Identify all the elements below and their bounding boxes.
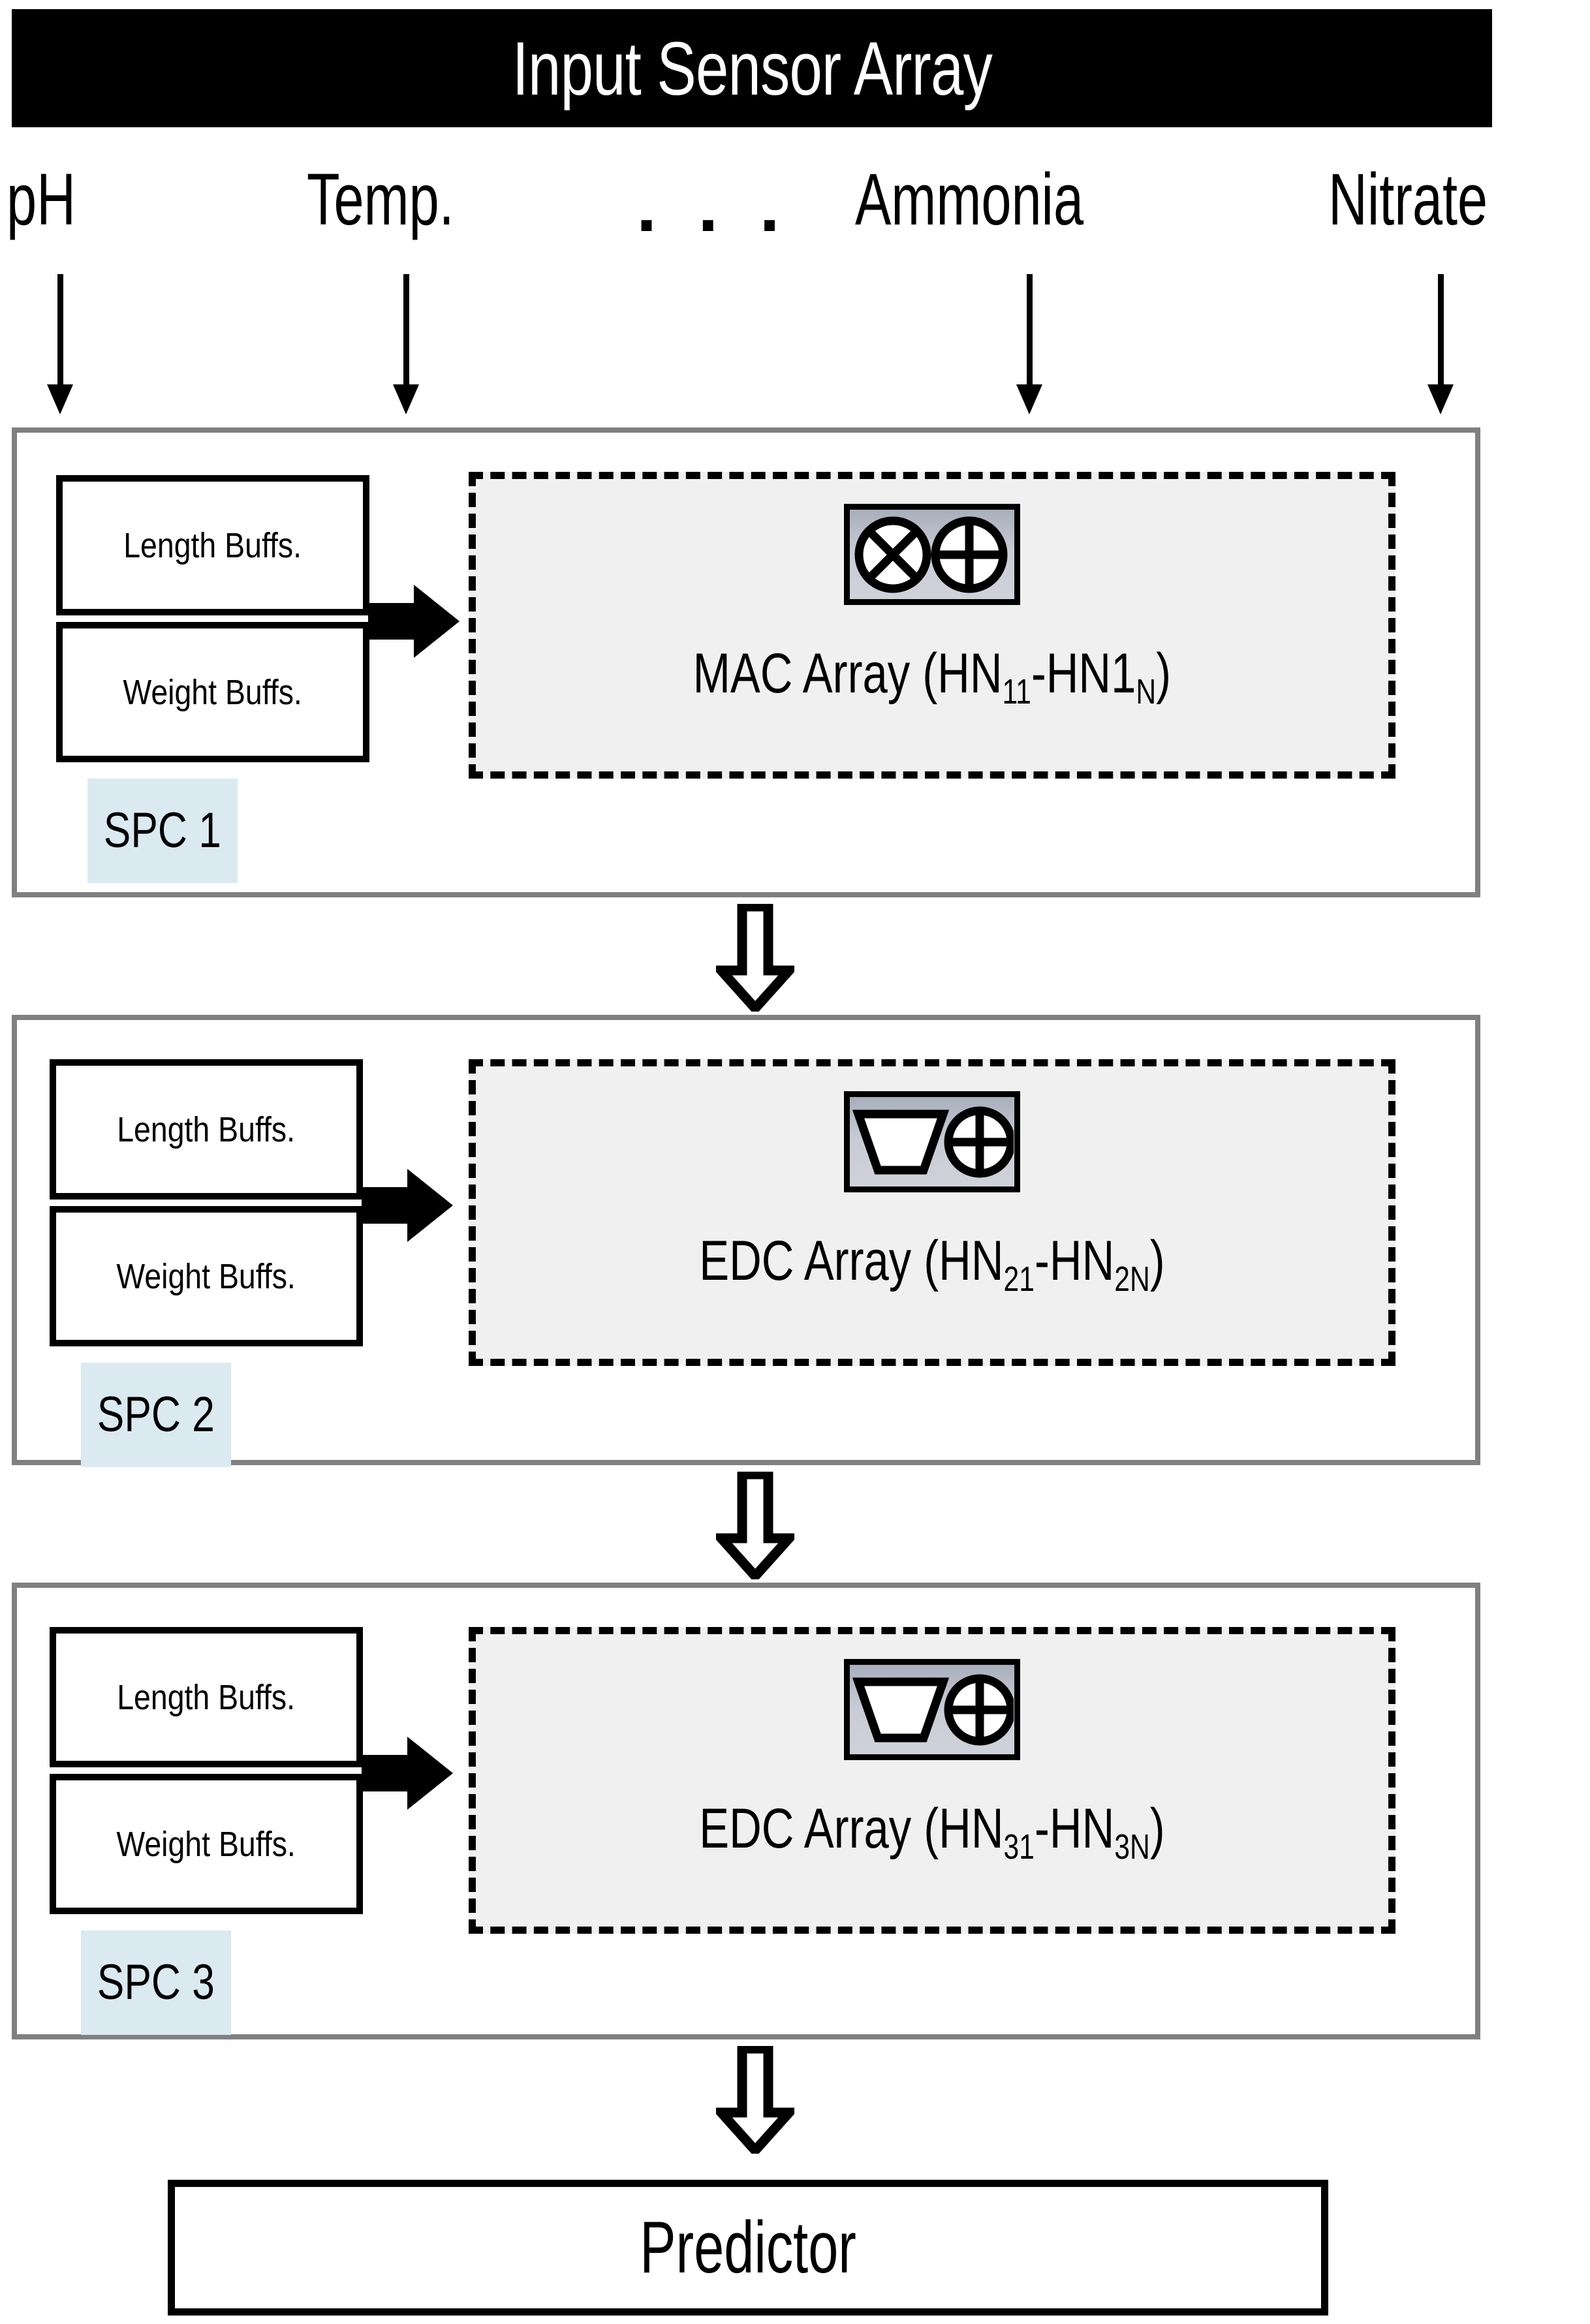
spc-tag-1: SPC 1 [87, 779, 238, 883]
mux-trapezoid-plus-circle-icon [844, 1091, 1020, 1192]
sensor-ellipsis: . . . [636, 165, 790, 247]
array-prefix: EDC Array (HN [699, 1230, 1004, 1292]
array-sub1: 21 [1003, 1260, 1035, 1299]
multiply-circle-plus-circle-icon [844, 504, 1020, 605]
sensor-label-nitrate: Nitrate [1328, 159, 1488, 240]
array-sub1: 31 [1003, 1828, 1035, 1867]
spc-tag-3: SPC 3 [81, 1930, 231, 2035]
banner-title: Input Sensor Array [512, 25, 992, 111]
spc-block-2: Length Buffs. Weight Buffs. SPC 2 [12, 1015, 1480, 1467]
sensor-arrow-temp-icon [392, 274, 420, 414]
edc-symbols-svg [852, 1674, 1014, 1745]
flow-arrow-3-to-predictor-icon [710, 2043, 800, 2158]
mac-array-label-1: MAC Array (HN11-HN1N) [476, 645, 1388, 709]
sensor-label-ph: pH [7, 159, 76, 240]
spc-block-1: Length Buffs. Weight Buffs. SPC 1 [12, 427, 1480, 897]
flow-arrow-2-to-3-icon [710, 1469, 800, 1584]
array-mid: -HN [1035, 1230, 1115, 1292]
weight-buffs-box-3[interactable]: Weight Buffs. [50, 1774, 363, 1914]
edc-array-region-3: EDC Array (HN31-HN3N) [469, 1627, 1395, 1934]
buffers-to-array-arrow-3-icon [362, 1737, 453, 1810]
sensor-label-ammonia: Ammonia [855, 159, 1084, 240]
predictor-label: Predictor [640, 2207, 856, 2288]
array-prefix: EDC Array (HN [699, 1797, 1004, 1860]
buffers-to-array-arrow-2-icon [362, 1169, 453, 1242]
array-mid: -HN1 [1031, 642, 1136, 705]
weight-buffs-box-2[interactable]: Weight Buffs. [50, 1206, 363, 1346]
array-sub1: 11 [1002, 673, 1031, 712]
spc-block-3: Length Buffs. Weight Buffs. SPC 3 [12, 1583, 1480, 2039]
array-sub2: N [1136, 673, 1157, 712]
sensor-arrow-ammonia-icon [1015, 274, 1044, 414]
spc-tag-2-label: SPC 2 [97, 1387, 215, 1442]
array-suffix: ) [1149, 1797, 1165, 1860]
sensor-label-temp: Temp. [307, 159, 454, 240]
length-buffs-box-1[interactable]: Length Buffs. [56, 475, 369, 615]
edc-array-label-2: EDC Array (HN21-HN2N) [476, 1233, 1388, 1297]
input-sensor-array-banner: Input Sensor Array [12, 9, 1492, 127]
spc-tag-3-label: SPC 3 [97, 1955, 215, 2010]
edc-symbols-svg [852, 1106, 1014, 1177]
hollow-down-arrow-svg [710, 2043, 800, 2158]
length-buffs-box-3[interactable]: Length Buffs. [50, 1627, 363, 1767]
flow-arrow-1-to-2-icon [710, 901, 800, 1016]
sensor-arrow-nitrate-icon [1426, 274, 1455, 414]
edc-array-label-3: EDC Array (HN31-HN3N) [476, 1801, 1388, 1865]
edc-array-region-2: EDC Array (HN21-HN2N) [469, 1059, 1395, 1366]
length-buffs-label: Length Buffs. [117, 1677, 296, 1717]
array-prefix: MAC Array (HN [693, 642, 1003, 705]
mac-symbols-svg [854, 516, 1008, 593]
array-suffix: ) [1156, 642, 1172, 705]
length-buffs-box-2[interactable]: Length Buffs. [50, 1059, 363, 1200]
weight-buffs-label: Weight Buffs. [116, 1256, 296, 1296]
array-sub2: 2N [1114, 1260, 1150, 1299]
sensor-arrow-ph-icon [46, 274, 74, 414]
weight-buffs-box-1[interactable]: Weight Buffs. [56, 622, 369, 762]
mux-trapezoid-plus-circle-icon [844, 1659, 1020, 1760]
mac-array-region-1: MAC Array (HN11-HN1N) [469, 472, 1395, 779]
array-sub2: 3N [1114, 1828, 1150, 1867]
length-buffs-label: Length Buffs. [123, 525, 302, 565]
spc-tag-2: SPC 2 [81, 1363, 231, 1467]
buffers-to-array-arrow-1-icon [368, 585, 460, 658]
hollow-down-arrow-svg [710, 901, 800, 1016]
hollow-down-arrow-svg [710, 1469, 800, 1584]
spc-tag-1-label: SPC 1 [103, 803, 222, 858]
predictor-box[interactable]: Predictor [168, 2180, 1328, 2316]
array-mid: -HN [1035, 1797, 1115, 1860]
length-buffs-label: Length Buffs. [117, 1109, 296, 1149]
weight-buffs-label: Weight Buffs. [123, 672, 303, 712]
weight-buffs-label: Weight Buffs. [116, 1824, 296, 1864]
array-suffix: ) [1149, 1230, 1165, 1292]
